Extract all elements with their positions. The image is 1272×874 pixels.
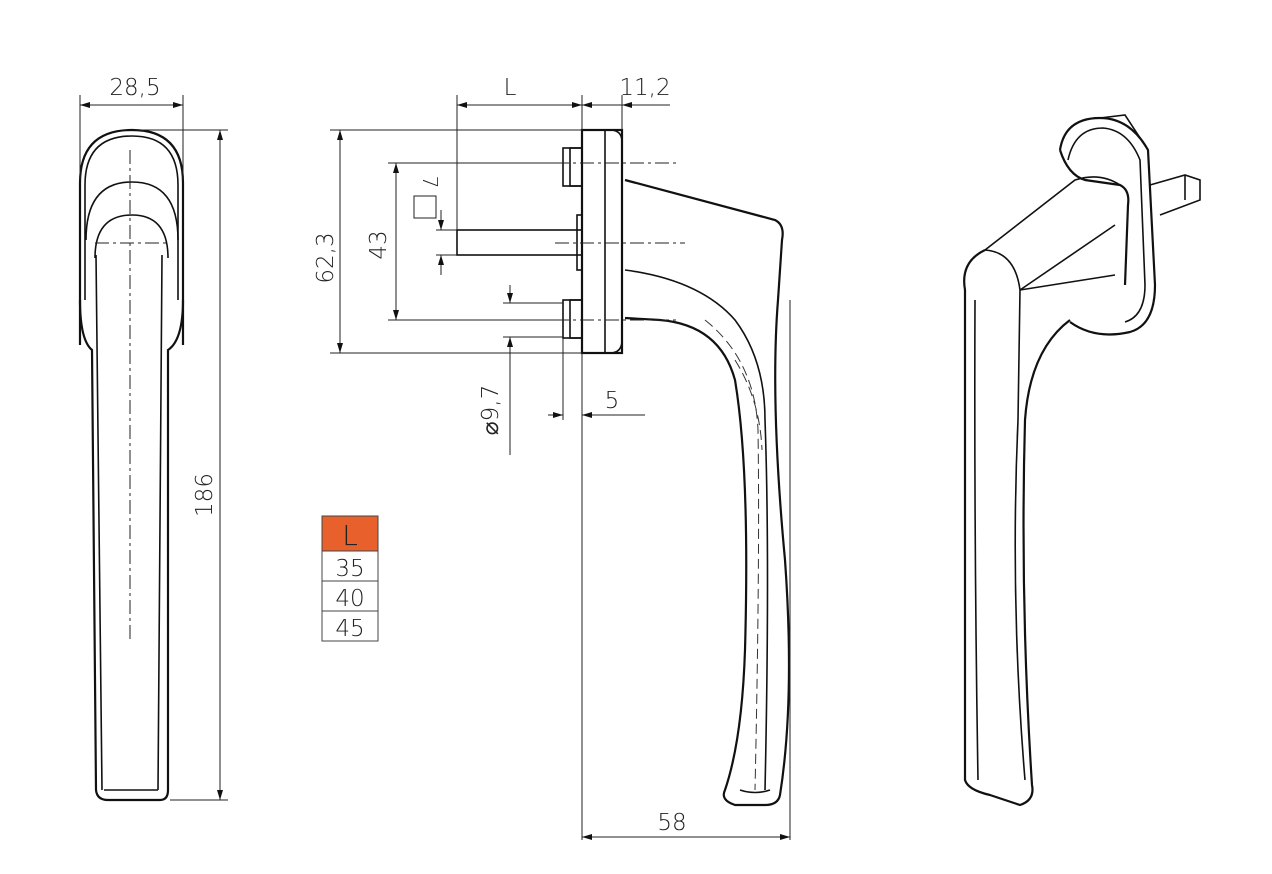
dim-screw-spacing: 43	[366, 230, 392, 259]
dim-base-thickness: 11,2	[619, 75, 670, 101]
dim-projection: 58	[657, 810, 686, 836]
front-view: 28,5 186	[78, 75, 228, 802]
length-table: L 35 40 45	[321, 515, 379, 642]
table-header-cell	[321, 515, 379, 552]
table-row: 45	[335, 616, 364, 642]
dim-rosette-height: 62,3	[313, 232, 339, 283]
table-header-label: L	[342, 519, 358, 552]
dim-spindle-length: L	[504, 75, 517, 101]
dim-offset: 5	[605, 388, 620, 414]
table-row: 40	[335, 586, 364, 612]
perspective-view	[963, 114, 1201, 807]
table-row: 35	[335, 556, 364, 582]
dim-square-spindle: 7	[418, 176, 442, 189]
dim-screw-diameter: ⌀9,7	[478, 385, 504, 435]
dim-height-total: 186	[192, 473, 218, 517]
side-view: L 11,2 62,3 43 7 ⌀9,7 5	[313, 75, 791, 840]
dim-front-width: 28,5	[109, 75, 160, 101]
